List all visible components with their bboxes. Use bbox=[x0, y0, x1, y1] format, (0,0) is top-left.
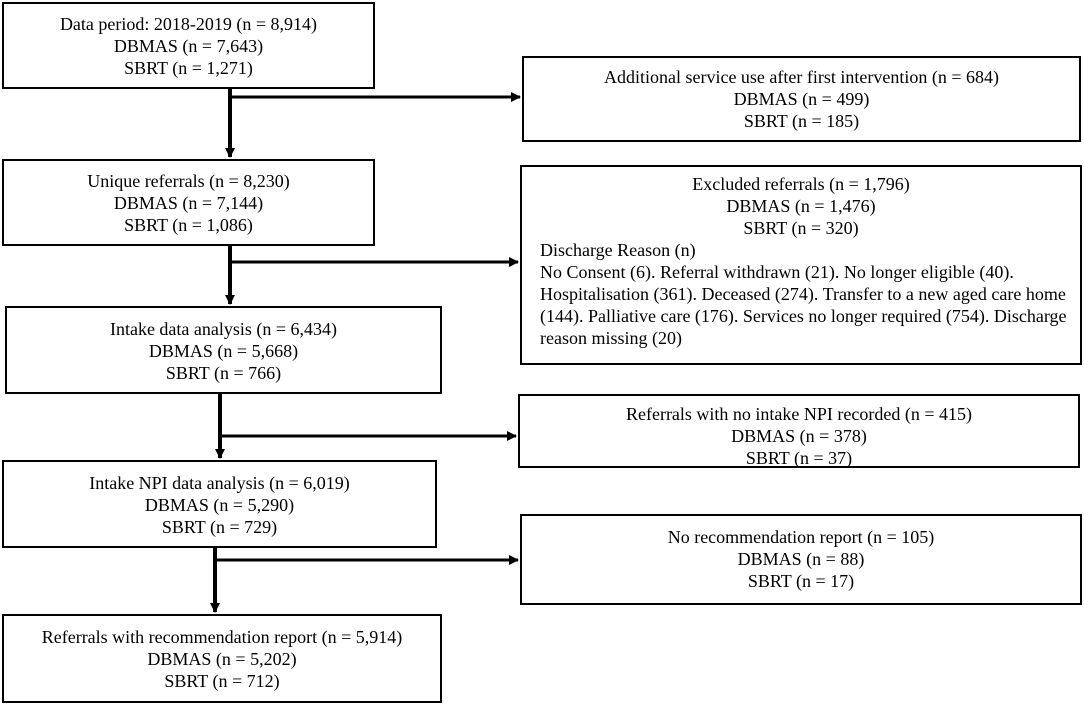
box-title: No recommendation report (n = 105) bbox=[667, 527, 935, 547]
box-title: Intake NPI data analysis (n = 6,019) bbox=[89, 473, 350, 493]
box-title: Intake data analysis (n = 6,434) bbox=[109, 319, 338, 339]
dbmas-count: DBMAS (n = 5,290) bbox=[144, 495, 295, 515]
dbmas-count: DBMAS (n = 7,643) bbox=[113, 36, 264, 56]
sbrt-count: SBRT (n = 17) bbox=[747, 571, 855, 591]
sbrt-count: SBRT (n = 1,271) bbox=[124, 58, 253, 78]
discharge-reasons: Discharge Reason (n) No Consent (6). Ref… bbox=[522, 239, 1080, 349]
data-period-box: Data period: 2018-2019 (n = 8,914) DBMAS… bbox=[2, 2, 375, 89]
dbmas-count: DBMAS (n = 378) bbox=[731, 426, 867, 446]
box-title: Additional service use after first inter… bbox=[603, 67, 1000, 87]
dbmas-count: DBMAS (n = 1,476) bbox=[726, 196, 876, 216]
no-recommendation-report-box: No recommendation report (n = 105) DBMAS… bbox=[520, 514, 1082, 605]
dbmas-count: DBMAS (n = 5,202) bbox=[147, 649, 297, 669]
box-title: Unique referrals (n = 8,230) bbox=[87, 171, 290, 191]
intake-data-analysis-box: Intake data analysis (n = 6,434) DBMAS (… bbox=[5, 306, 442, 394]
discharge-reason-header: Discharge Reason (n) bbox=[540, 240, 696, 260]
sbrt-count: SBRT (n = 320) bbox=[743, 218, 859, 238]
sbrt-count: SBRT (n = 712) bbox=[164, 671, 280, 691]
sbrt-count: SBRT (n = 185) bbox=[743, 111, 860, 131]
additional-service-box: Additional service use after first inter… bbox=[522, 56, 1081, 142]
dbmas-count: DBMAS (n = 499) bbox=[733, 89, 870, 109]
box-title: Excluded referrals (n = 1,796) bbox=[692, 174, 910, 194]
no-intake-npi-box: Referrals with no intake NPI recorded (n… bbox=[518, 394, 1080, 468]
excluded-referrals-box: Excluded referrals (n = 1,796) DBMAS (n … bbox=[520, 165, 1082, 365]
dbmas-count: DBMAS (n = 7,144) bbox=[113, 193, 264, 213]
discharge-reason-list: No Consent (6). Referral withdrawn (21).… bbox=[540, 262, 1067, 348]
recommendation-report-box: Referrals with recommendation report (n … bbox=[2, 614, 442, 703]
dbmas-count: DBMAS (n = 88) bbox=[737, 549, 865, 569]
box-title: Referrals with no intake NPI recorded (n… bbox=[625, 404, 973, 424]
sbrt-count: SBRT (n = 766) bbox=[165, 363, 282, 383]
box-title: Referrals with recommendation report (n … bbox=[41, 627, 403, 647]
box-title: Data period: 2018-2019 (n = 8,914) bbox=[59, 14, 318, 34]
sbrt-count: SBRT (n = 37) bbox=[745, 448, 853, 468]
unique-referrals-box: Unique referrals (n = 8,230) DBMAS (n = … bbox=[2, 159, 375, 246]
intake-npi-analysis-box: Intake NPI data analysis (n = 6,019) DBM… bbox=[2, 460, 437, 548]
sbrt-count: SBRT (n = 1,086) bbox=[124, 215, 253, 235]
sbrt-count: SBRT (n = 729) bbox=[161, 517, 278, 537]
dbmas-count: DBMAS (n = 5,668) bbox=[148, 341, 299, 361]
